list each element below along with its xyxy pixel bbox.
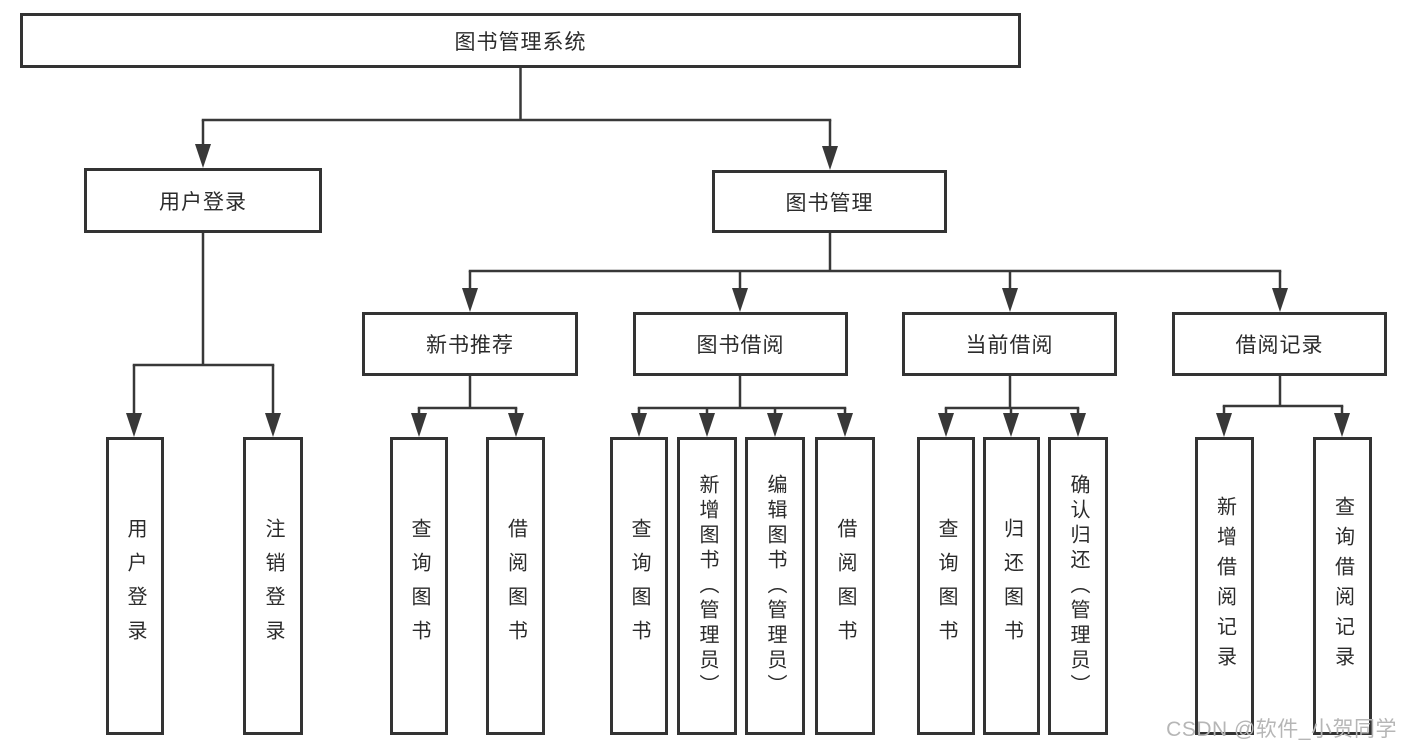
branch-user-login-box: 用户登录 [84,168,322,233]
leaf-add-borrow-record-label: 新增借阅记录 [1213,496,1236,676]
leaf-user-login-box: 用户登录 [106,437,164,735]
section-borrow-records-label: 借阅记录 [1235,334,1324,357]
connector-new-book-children [411,376,524,437]
leaf-return-books-box: 归还图书 [983,437,1040,735]
section-book-borrow-box: 图书借阅 [633,312,848,376]
leaf-user-login-label: 用户登录 [124,518,146,654]
leaf-query-borrow-record-box: 查询借阅记录 [1313,437,1372,735]
leaf-borrow-books-2-label: 借阅图书 [834,518,856,654]
section-current-borrow-label: 当前借阅 [965,334,1054,357]
leaf-logout-box: 注销登录 [243,437,303,735]
branch-user-login-label: 用户登录 [159,190,247,214]
connector-current-borrow-children [938,376,1086,437]
leaf-borrow-books-2-box: 借阅图书 [815,437,875,735]
csdn-watermark: CSDN @软件_小贺同学 [1166,718,1397,741]
section-new-book-recommend-label: 新书推荐 [426,334,514,357]
leaf-add-books-admin-label: 新增图书（管理员） [696,473,718,699]
connector-book-borrow-children [631,376,853,437]
leaf-query-books-3-box: 查询图书 [917,437,975,735]
connector-book-management-sections [462,233,1288,312]
branch-book-management-box: 图书管理 [712,170,947,233]
leaf-edit-books-admin-label: 编辑图书（管理员） [764,473,786,699]
leaf-query-books-2-box: 查询图书 [610,437,668,735]
root-node-label: 图书管理系统 [454,30,587,54]
leaf-add-borrow-record-box: 新增借阅记录 [1195,437,1254,735]
leaf-borrow-books-1-label: 借阅图书 [504,518,527,654]
leaf-query-borrow-record-label: 查询借阅记录 [1331,496,1354,676]
root-node-box: 图书管理系统 [20,13,1021,68]
leaf-return-books-label: 归还图书 [1000,518,1023,654]
leaf-confirm-return-admin-label: 确认归还（管理员） [1067,473,1089,699]
section-current-borrow-box: 当前借阅 [902,312,1117,376]
leaf-logout-label: 注销登录 [262,518,284,654]
leaf-query-books-1-box: 查询图书 [390,437,448,735]
section-new-book-recommend-box: 新书推荐 [362,312,578,376]
connector-root-to-level2 [195,68,838,170]
leaf-add-books-admin-box: 新增图书（管理员） [677,437,737,735]
connector-borrow-records-children [1216,376,1350,437]
leaf-edit-books-admin-box: 编辑图书（管理员） [745,437,805,735]
connector-user-login-children [126,233,281,437]
section-borrow-records-box: 借阅记录 [1172,312,1387,376]
leaf-query-books-3-label: 查询图书 [935,518,957,654]
section-book-borrow-label: 图书借阅 [696,334,785,357]
branch-book-management-label: 图书管理 [785,191,874,215]
leaf-query-books-2-label: 查询图书 [628,518,650,654]
leaf-borrow-books-1-box: 借阅图书 [486,437,545,735]
leaf-confirm-return-admin-box: 确认归还（管理员） [1048,437,1108,735]
leaf-query-books-1-label: 查询图书 [408,518,430,654]
